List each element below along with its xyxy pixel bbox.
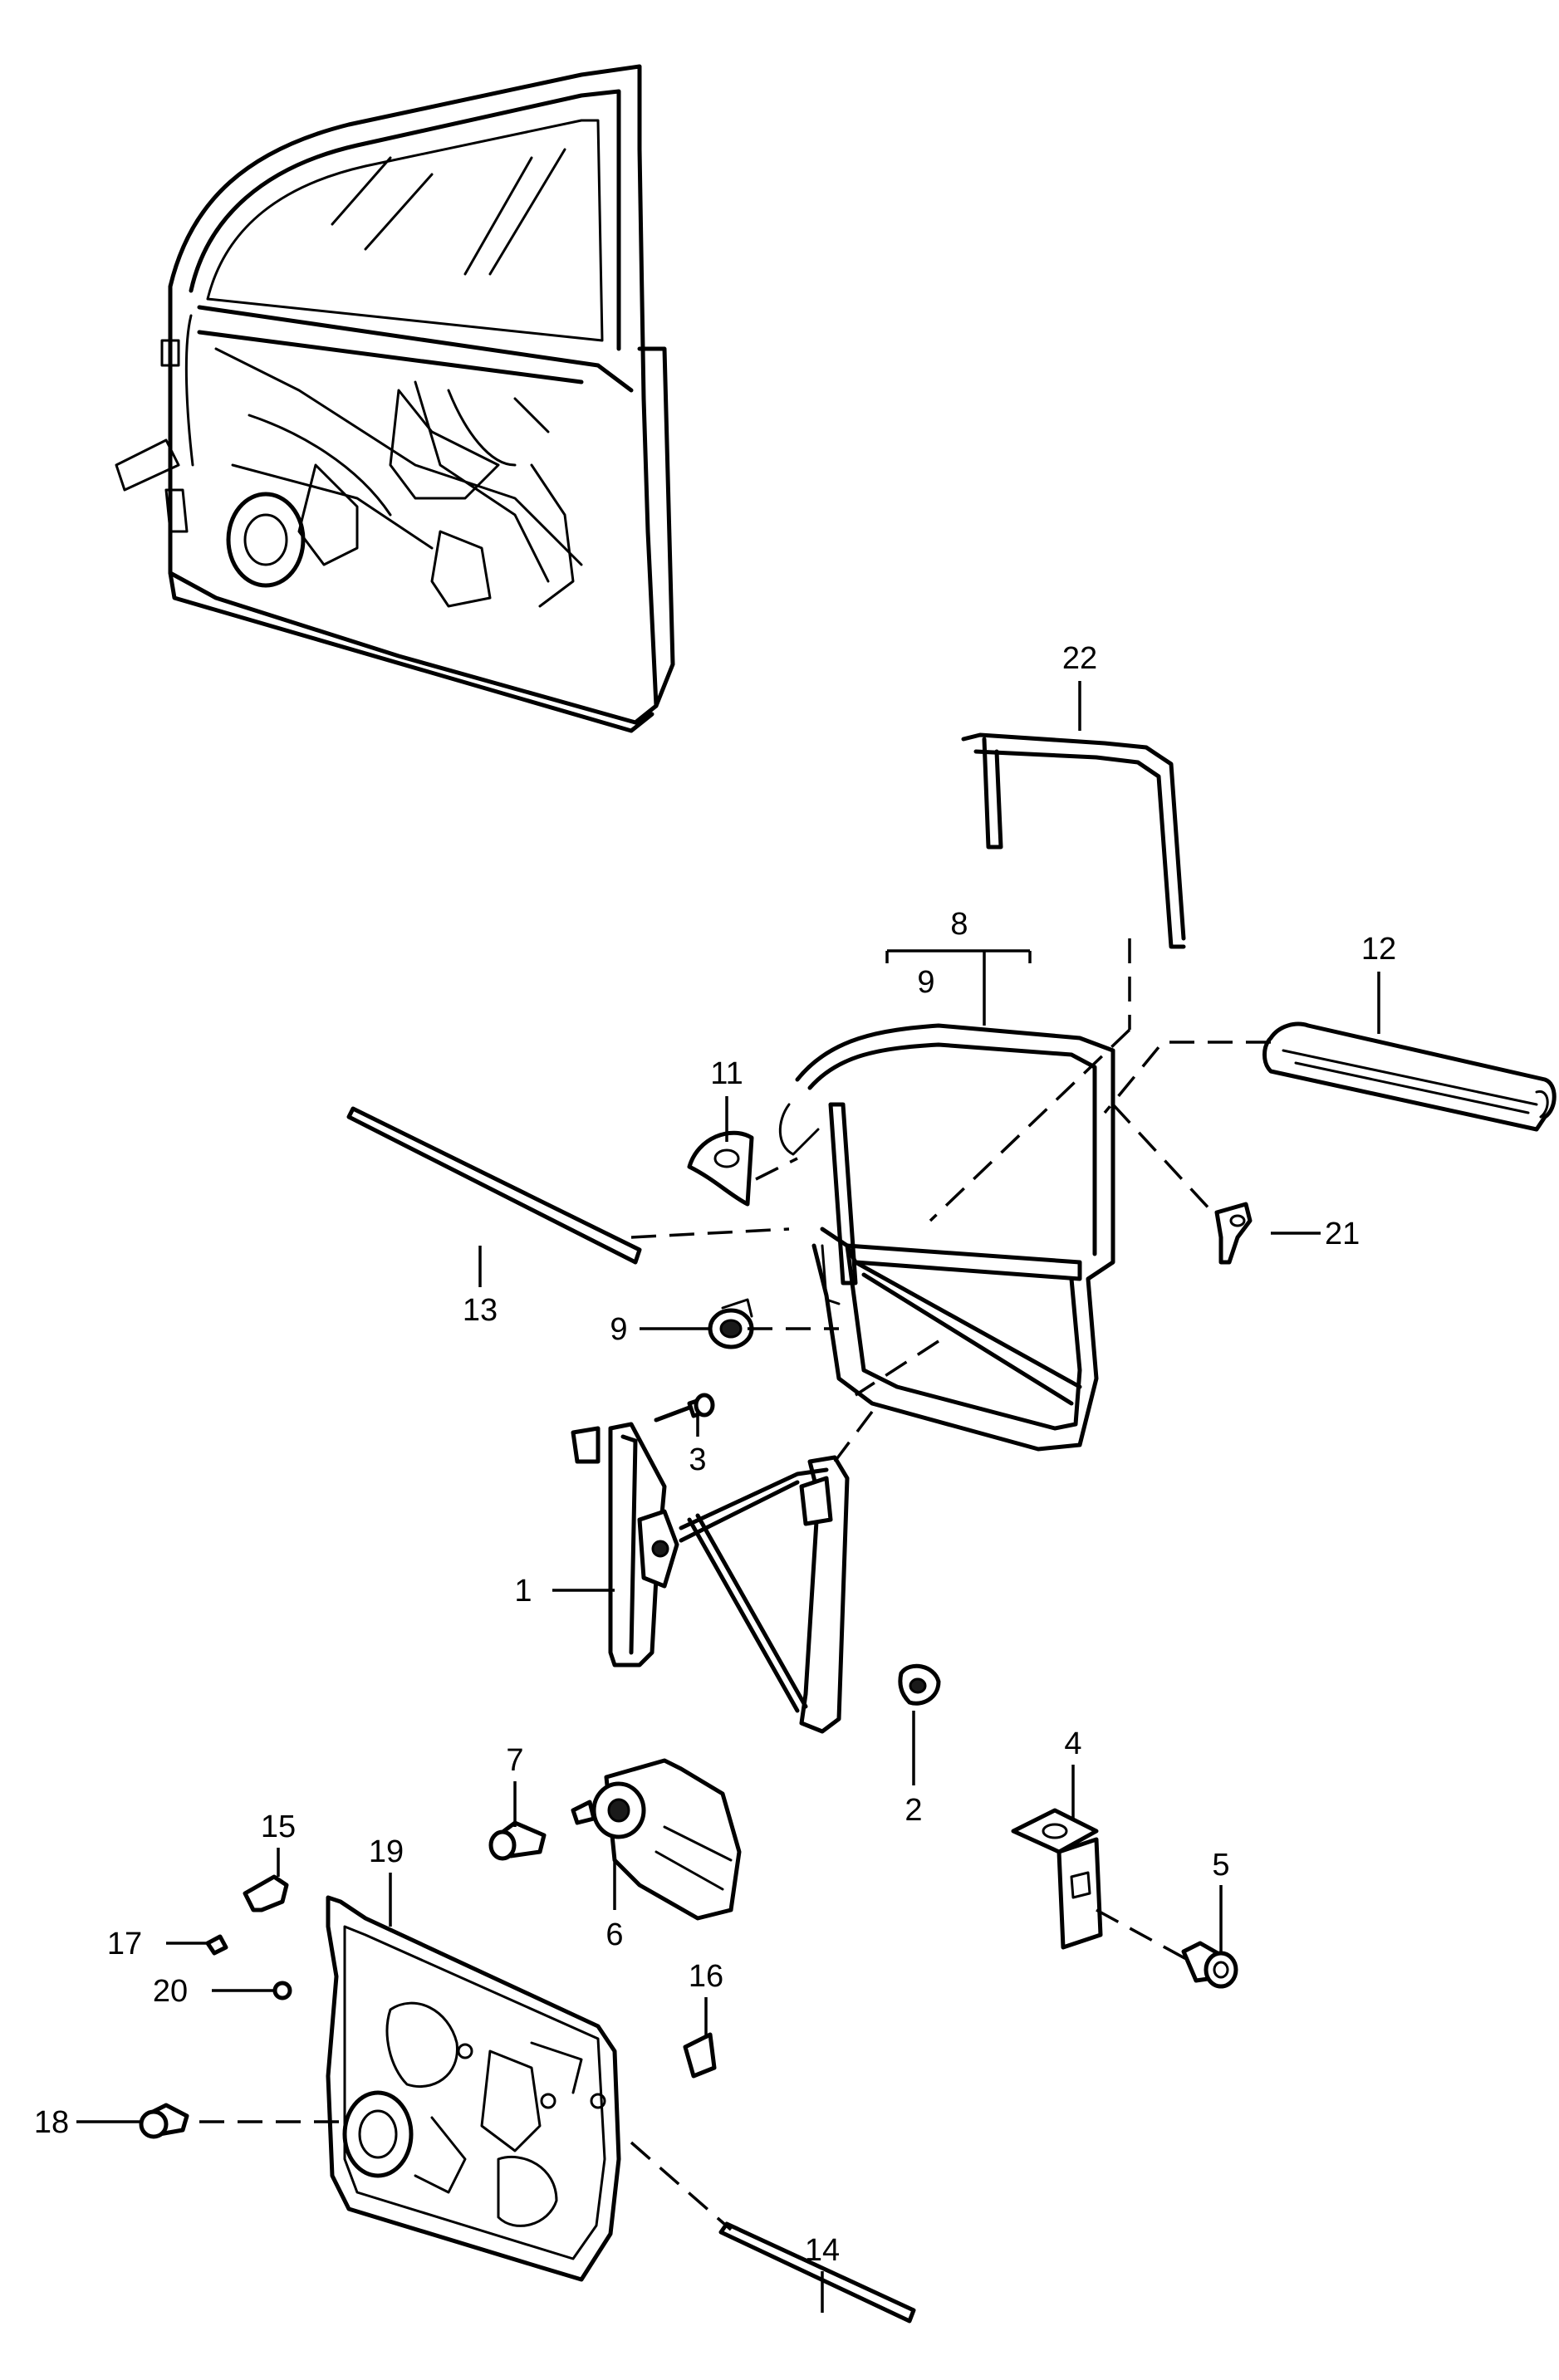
callout-14: 14 bbox=[805, 2233, 840, 2268]
outer-weatherstrip bbox=[1262, 1021, 1557, 1132]
motor-bolt bbox=[488, 1820, 547, 1861]
regulator-clip bbox=[898, 1663, 941, 1706]
callout-2: 2 bbox=[905, 1793, 922, 1828]
callout-7: 7 bbox=[506, 1743, 523, 1778]
window-frame bbox=[778, 1023, 1115, 1452]
callout-21: 21 bbox=[1325, 1217, 1360, 1251]
callout-6: 6 bbox=[605, 1917, 623, 1952]
callout-17: 17 bbox=[107, 1927, 142, 1961]
guide-roller bbox=[708, 1298, 754, 1349]
callout-9-top: 9 bbox=[917, 965, 934, 1000]
leader-lines bbox=[76, 681, 1380, 2313]
callout-22: 22 bbox=[1062, 641, 1097, 676]
small-screw bbox=[654, 1393, 715, 1423]
callout-8: 8 bbox=[950, 907, 968, 942]
assembly-lines bbox=[199, 938, 1271, 2231]
callout-9-side: 9 bbox=[610, 1312, 627, 1347]
callout-4: 4 bbox=[1064, 1726, 1081, 1761]
screw-17 bbox=[205, 1934, 228, 1956]
callout-1: 1 bbox=[514, 1574, 532, 1609]
callout-11: 11 bbox=[710, 1056, 743, 1091]
upper-bracket-16 bbox=[683, 2032, 717, 2079]
panel-bolt bbox=[139, 2103, 189, 2139]
window-regulator bbox=[571, 1422, 850, 1734]
door-shell bbox=[115, 64, 675, 733]
callout-3: 3 bbox=[689, 1442, 706, 1477]
door-carrier-panel bbox=[326, 1895, 621, 2282]
window-run-channel bbox=[961, 732, 1186, 949]
screw-20 bbox=[272, 1981, 292, 2000]
upper-bracket-15 bbox=[243, 1874, 289, 1912]
window-motor bbox=[571, 1758, 742, 1921]
callout-18: 18 bbox=[34, 2105, 69, 2140]
callout-13: 13 bbox=[463, 1293, 498, 1328]
callout-5: 5 bbox=[1212, 1848, 1229, 1883]
door-seal-bracket bbox=[1011, 1808, 1103, 1950]
callout-12: 12 bbox=[1361, 932, 1396, 967]
callout-20: 20 bbox=[153, 1974, 188, 2009]
callout-16: 16 bbox=[689, 1959, 723, 1994]
callout-15: 15 bbox=[261, 1809, 296, 1844]
inner-belt-strip bbox=[346, 1106, 642, 1265]
hex-bolt bbox=[1181, 1941, 1238, 1989]
callout-19: 19 bbox=[369, 1834, 404, 1869]
glass-guide-clip bbox=[687, 1130, 754, 1207]
glass-bracket bbox=[1214, 1202, 1253, 1265]
callouts: 22 12 8 9 11 13 21 9 3 1 2 4 5 7 6 15 19… bbox=[34, 641, 1396, 2268]
lower-seal-strip bbox=[718, 2221, 916, 2324]
